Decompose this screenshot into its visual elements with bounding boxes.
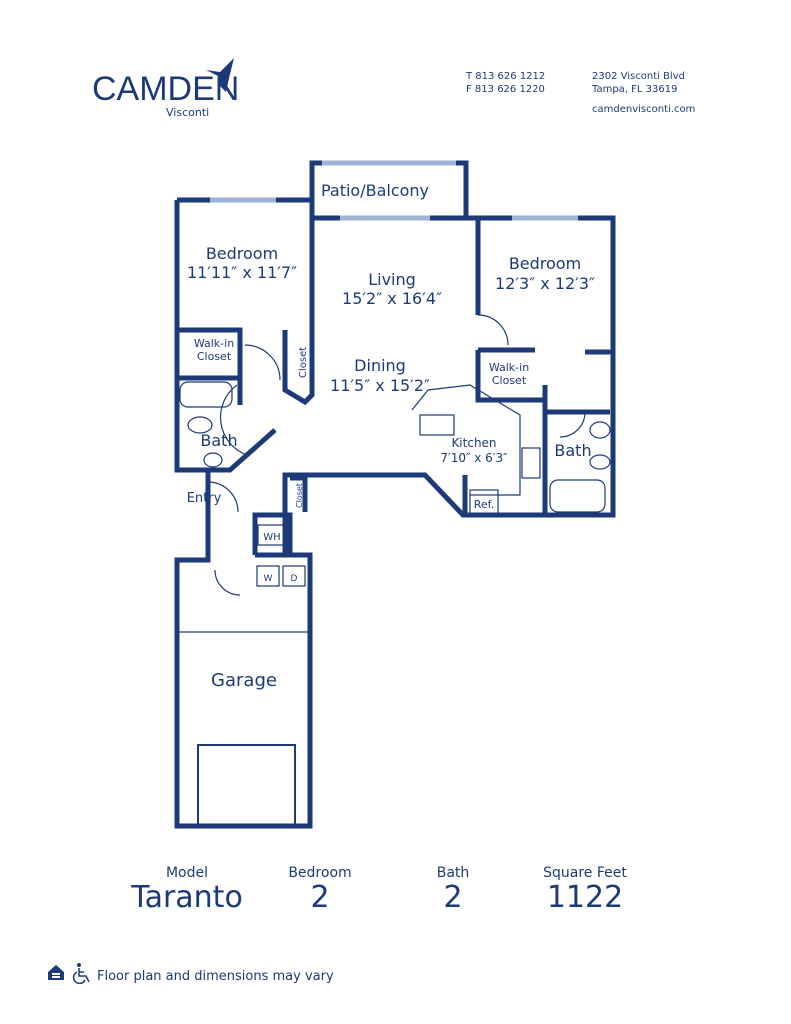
bedroom2-label: Bedroom: [509, 254, 581, 273]
bedroom1-dims: 11′11″ x 11′7″: [187, 263, 297, 282]
model-label: Model: [165, 865, 209, 881]
patio-label: Patio/Balcony: [321, 181, 429, 200]
windows: [210, 160, 578, 221]
bedroom-count-label: Bedroom: [288, 865, 352, 881]
website-link[interactable]: camdenvisconti.com: [592, 104, 696, 115]
walkin-closet2-line1: Walk-in: [489, 361, 529, 374]
living-label: Living: [368, 270, 416, 289]
bath1-label: Bath: [200, 431, 237, 450]
kitchen-label: Kitchen: [451, 436, 496, 450]
equal-housing-icon: [48, 965, 64, 980]
bath-count-label: Bath: [436, 865, 470, 881]
wheelchair-icon: [72, 963, 90, 985]
dryer-label: D: [291, 574, 298, 584]
address-line2: Tampa, FL 33619: [592, 84, 678, 95]
garage-label: Garage: [211, 670, 277, 691]
camden-logo: CAMDEN: [92, 70, 240, 108]
fixtures: [177, 314, 611, 827]
phone-info: T 813 626 1212 F 813 626 1220: [466, 70, 545, 96]
walls: [174, 160, 616, 829]
community-name: Visconti: [166, 106, 210, 119]
water-heater-label: WH: [263, 532, 280, 543]
model-value: Taranto: [131, 880, 243, 915]
square-feet-label: Square Feet: [543, 865, 627, 881]
refrigerator-label: Ref.: [474, 498, 495, 511]
bedroom1-label: Bedroom: [206, 244, 278, 263]
washer-label: W: [264, 574, 273, 584]
bedroom2-dims: 12′3″ x 12′3″: [495, 274, 595, 293]
walkin-closet1-line2: Closet: [197, 350, 232, 363]
hummingbird-logo-icon: [206, 58, 234, 92]
phone: T 813 626 1212: [466, 71, 546, 82]
floor-plan-drawing: Patio/Balcony Bedroom 11′11″ x 11′7″ Liv…: [174, 160, 616, 829]
bath-count-value: 2: [443, 880, 463, 915]
bath2-label: Bath: [554, 441, 591, 460]
bedroom-count-value: 2: [310, 880, 330, 915]
walkin-closet1-line1: Walk-in: [194, 337, 234, 350]
square-feet-value: 1122: [546, 880, 624, 915]
dining-dims: 11′5″ x 15′2″: [330, 376, 430, 395]
disclaimer: Floor plan and dimensions may vary: [97, 969, 334, 984]
address: 2302 Visconti Blvd Tampa, FL 33619 camde…: [592, 70, 695, 116]
address-line1: 2302 Visconti Blvd: [592, 71, 685, 82]
closet-label: Closet: [298, 347, 309, 378]
living-dims: 15′2″ x 16′4″: [342, 289, 442, 308]
dining-label: Dining: [354, 356, 406, 375]
entry-label: Entry: [187, 491, 222, 506]
walkin-closet2-line2: Closet: [492, 374, 527, 387]
closet-label-small: Closet: [295, 483, 304, 508]
fax: F 813 626 1220: [466, 84, 545, 95]
kitchen-dims: 7′10″ x 6′3″: [440, 451, 508, 465]
